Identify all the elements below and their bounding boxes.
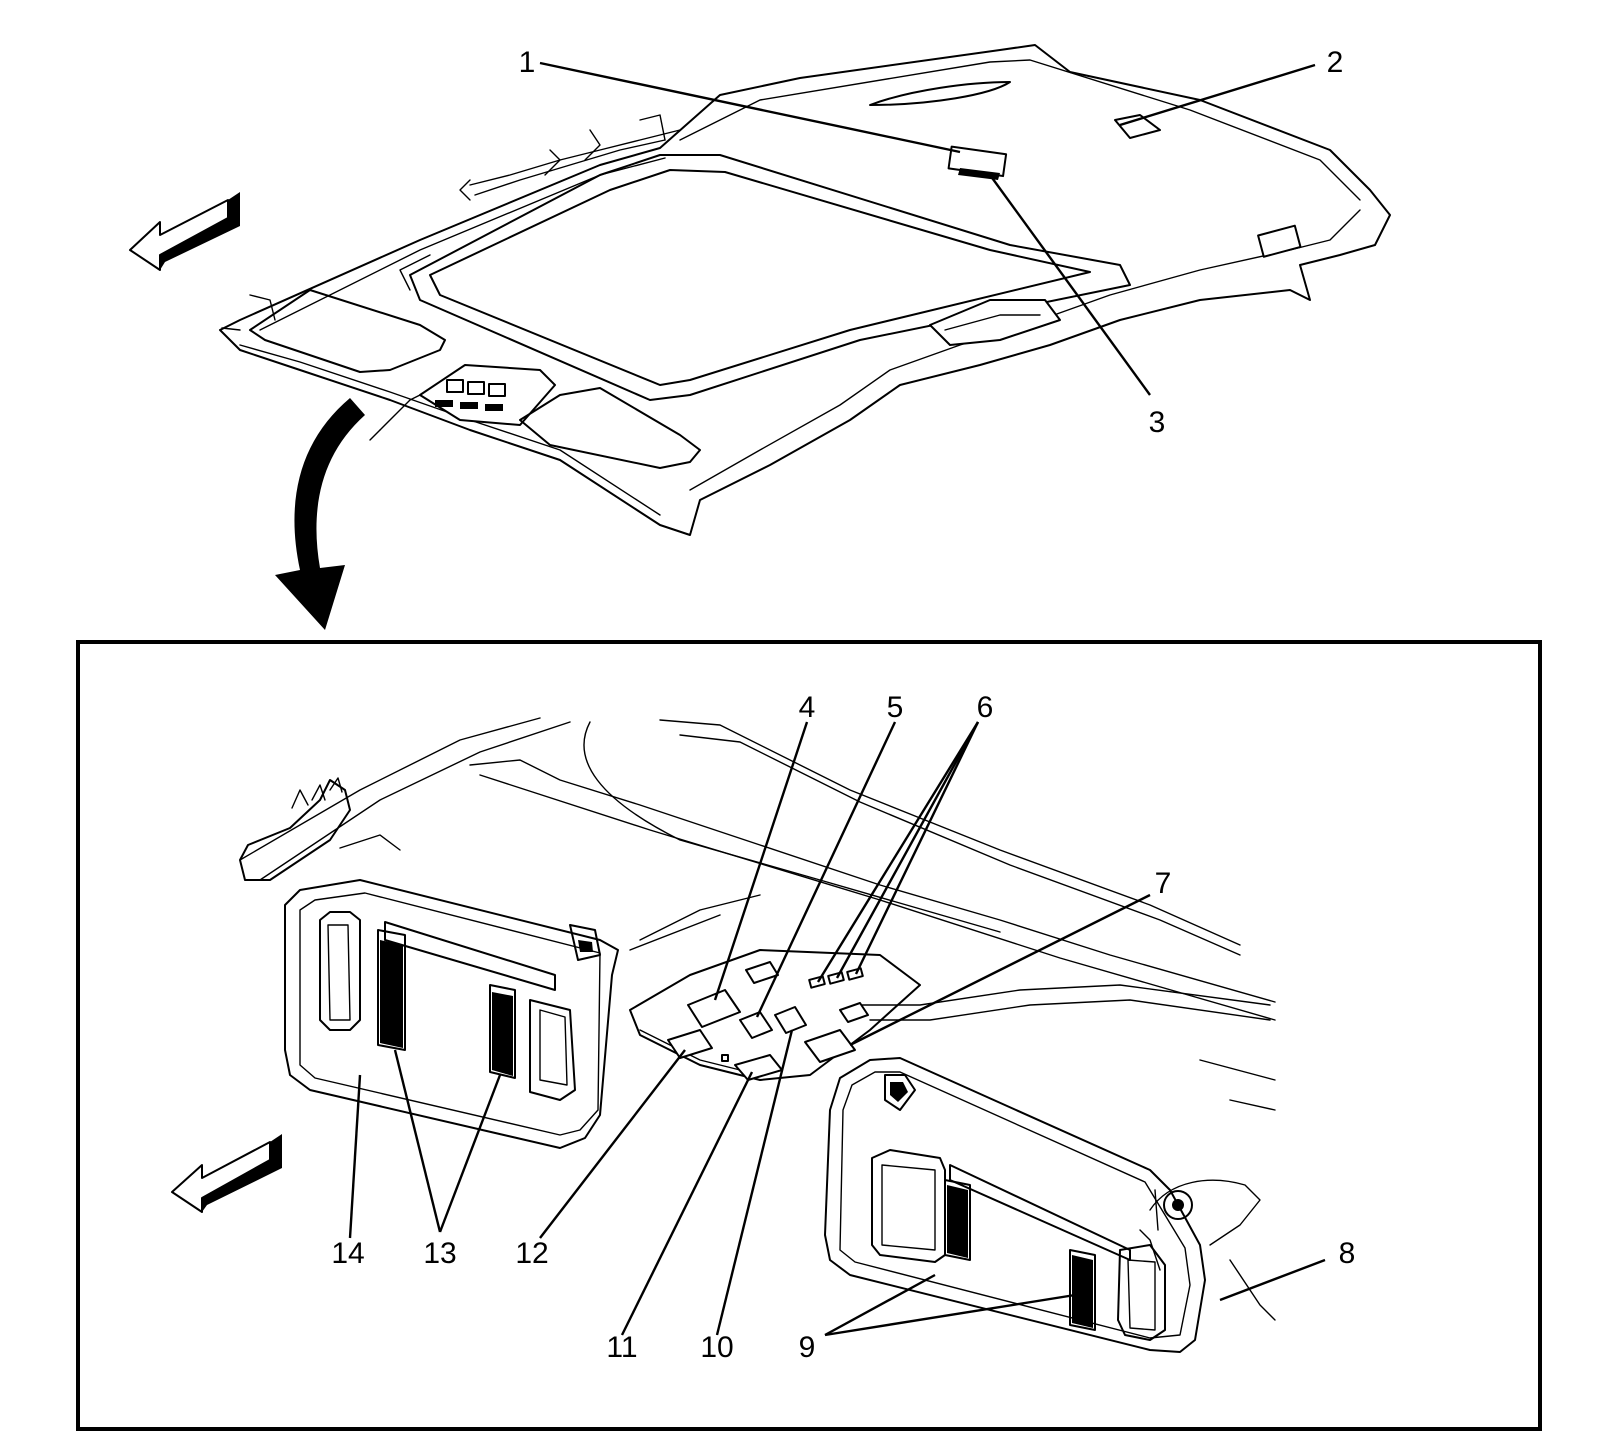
callout-12: 12 <box>515 1237 548 1270</box>
callout-14: 14 <box>331 1237 364 1270</box>
console-button-12 <box>667 1029 713 1059</box>
callout-7: 7 <box>1155 867 1172 900</box>
console-button-10 <box>774 1006 807 1034</box>
left-sun-visor <box>284 879 721 1149</box>
detail-view <box>239 717 1276 1353</box>
console-button-7 <box>804 1029 856 1063</box>
front-direction-arrow-icon <box>129 192 240 271</box>
leader-lines-overview <box>539 61 1316 396</box>
callout-8: 8 <box>1339 1237 1356 1270</box>
callout-4: 4 <box>799 691 816 724</box>
right-sun-visor <box>824 1057 1276 1353</box>
leader-lines-detail <box>348 721 1326 1337</box>
callout-2: 2 <box>1327 46 1344 79</box>
front-direction-arrow-icon <box>171 1134 282 1213</box>
console-button-5 <box>739 1011 773 1039</box>
detail-frame <box>76 640 1542 1431</box>
callout-9: 9 <box>799 1331 816 1364</box>
console-button-4 <box>687 989 741 1028</box>
callout-1: 1 <box>519 46 536 79</box>
callout-5: 5 <box>887 691 904 724</box>
callout-3: 3 <box>1149 406 1166 439</box>
callout-11: 11 <box>606 1331 637 1364</box>
callout-10: 10 <box>700 1331 733 1364</box>
curved-zoom-arrow-icon <box>275 398 365 630</box>
callout-13: 13 <box>423 1237 456 1270</box>
headliner-overview <box>219 44 1391 536</box>
callout-6: 6 <box>977 691 994 724</box>
